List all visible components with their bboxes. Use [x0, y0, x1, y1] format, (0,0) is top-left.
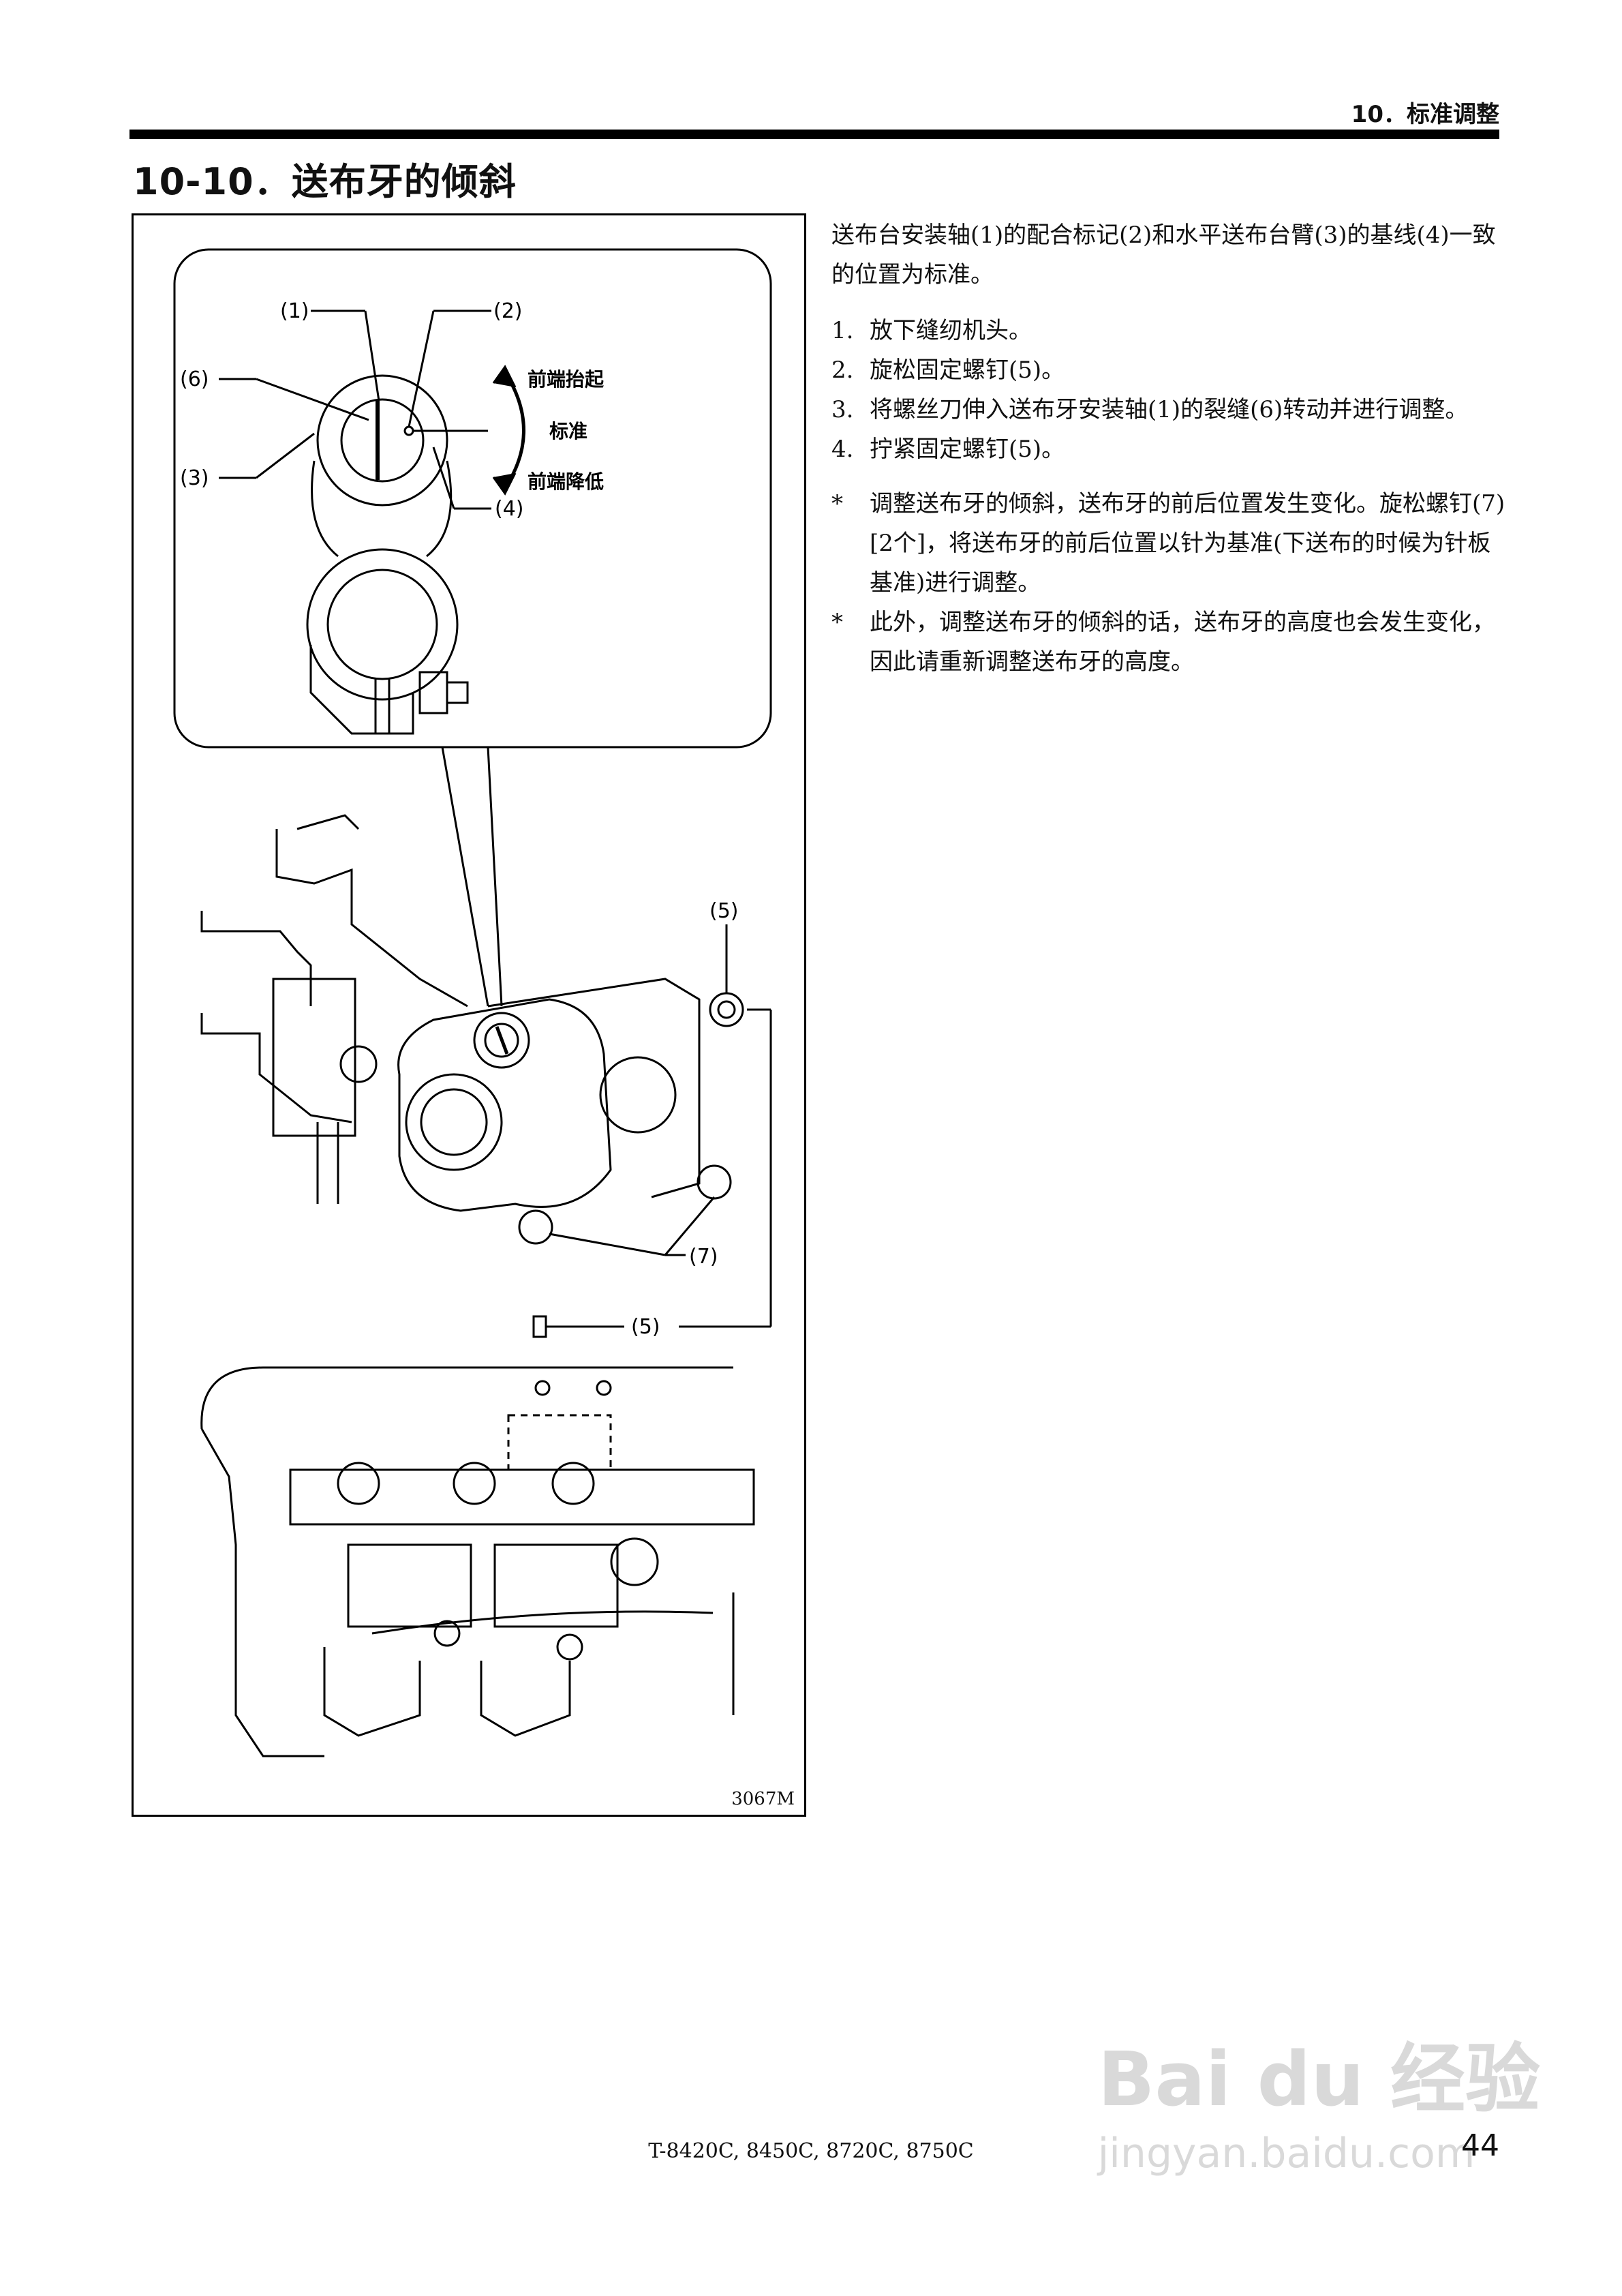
instruction-text: 送布台安装轴(1)的配合标记(2)和水平送布台臂(3)的基线(4)一致的位置为标…: [831, 215, 1506, 682]
header-rule: [129, 130, 1499, 139]
label-front-down: 前端降低: [527, 470, 604, 493]
label-5-top: (5): [709, 899, 739, 923]
note-list: *调整送布牙的倾斜，送布牙的前后位置发生变化。旋松螺钉(7)[2个]，将送布牙的…: [831, 484, 1506, 682]
list-item: 4.拧紧固定螺钉(5)。: [831, 436, 1065, 463]
note-item: *调整送布牙的倾斜，送布牙的前后位置发生变化。旋松螺钉(7)[2个]，将送布牙的…: [831, 490, 1505, 596]
watermark-url: jingyan.baidu.com: [1097, 2130, 1475, 2177]
figure-code: 3067M: [731, 1789, 795, 1809]
note-item: *此外，调整送布牙的倾斜的话，送布牙的高度也会发生变化，因此请重新调整送布牙的高…: [831, 609, 1495, 676]
baidu-watermark: Bai du 经验 jingyan.baidu.com: [1098, 2018, 1540, 2177]
step-list: 1.放下缝纫机头。 2.旋松固定螺钉(5)。 3.将螺丝刀伸入送布牙安装轴(1)…: [831, 311, 1506, 469]
label-front-up: 前端抬起: [527, 368, 605, 391]
label-5-bottom: (5): [631, 1315, 660, 1339]
intro-paragraph: 送布台安装轴(1)的配合标记(2)和水平送布台臂(3)的基线(4)一致的位置为标…: [831, 222, 1496, 288]
feed-dog-tilt-diagram: (1) (2) (6) (3) (4) 前端抬起 标准 前端降低 (5) (7)…: [173, 248, 772, 1757]
page-number: 44: [1461, 2128, 1499, 2163]
label-3: (3): [180, 466, 209, 490]
label-2: (2): [493, 299, 523, 323]
figure-illustration: (1) (2) (6) (3) (4) 前端抬起 标准 前端降低 (5) (7)…: [132, 213, 806, 1817]
footer-models: T-8420C, 8450C, 8720C, 8750C: [648, 2139, 974, 2163]
label-6: (6): [180, 367, 209, 391]
detail-callout-box: [173, 248, 772, 749]
watermark-brand: Bai du 经验: [1097, 2036, 1540, 2123]
list-item: 2.旋松固定螺钉(5)。: [831, 357, 1065, 384]
page-title: 10-10．送布牙的倾斜: [133, 160, 517, 203]
header-section-title: 10．标准调整: [1351, 101, 1499, 128]
list-item: 1.放下缝纫机头。: [831, 317, 1032, 344]
label-7: (7): [689, 1245, 718, 1269]
label-4: (4): [495, 497, 524, 521]
label-1: (1): [280, 299, 309, 323]
list-item: 3.将螺丝刀伸入送布牙安装轴(1)的裂缝(6)转动并进行调整。: [831, 396, 1469, 423]
label-standard: 标准: [549, 420, 587, 442]
